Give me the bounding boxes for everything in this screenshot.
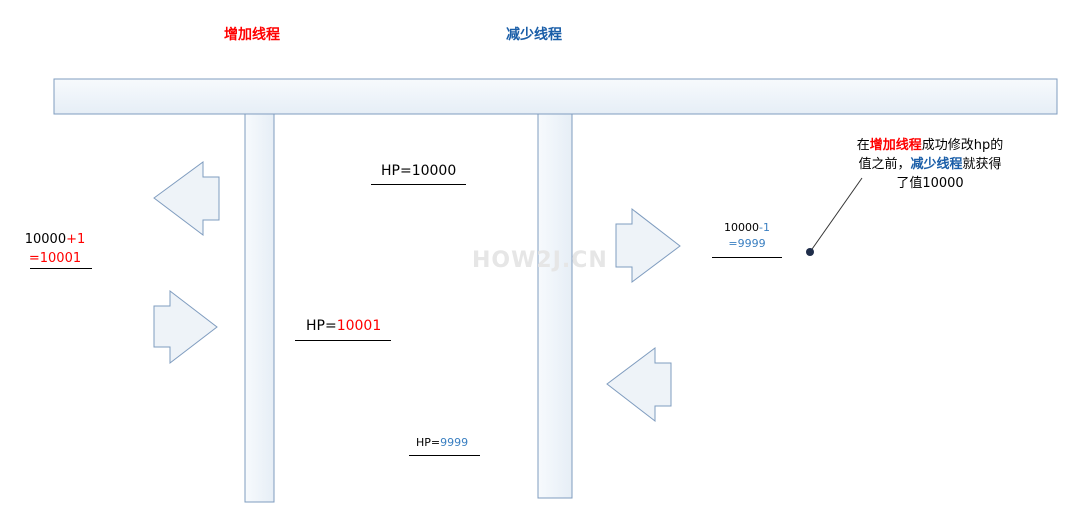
right-arrow-icon xyxy=(153,289,218,365)
increase-thread-title: 增加线程 xyxy=(224,27,280,43)
hp-value: 10001 xyxy=(336,318,382,334)
callout-line xyxy=(809,177,863,253)
decrease-thread-column xyxy=(537,113,573,499)
left-arrow-icon xyxy=(606,347,672,423)
hp-value: 9999 xyxy=(440,436,469,449)
increase-thread-column xyxy=(244,113,275,503)
note-text: 成功修改hp的值之前， xyxy=(858,138,1004,172)
calc-base: 10000 xyxy=(24,232,67,247)
calc-base: 10000 xyxy=(724,221,760,234)
watermark: HOW2J.CN xyxy=(472,248,608,273)
note-decrease-thread: 减少线程 xyxy=(910,157,963,172)
hp-prefix: HP= xyxy=(306,318,337,334)
hp-after-decrease-label: HP=9999 xyxy=(416,436,468,449)
right-arrow-icon xyxy=(615,207,681,283)
note-text: 在 xyxy=(856,138,870,153)
calc-line: 10000-1 xyxy=(712,220,782,236)
decrease-thread-title: 减少线程 xyxy=(506,27,562,43)
underline xyxy=(30,268,92,269)
underline xyxy=(409,455,480,456)
left-arrow-icon xyxy=(153,161,220,237)
note-increase-thread: 增加线程 xyxy=(869,138,922,153)
hp-initial-label: HP=10000 xyxy=(381,163,457,179)
increase-calculation: 10000+1 =10001 xyxy=(18,230,92,268)
calc-op: +1 xyxy=(66,232,86,247)
shared-resource-bar xyxy=(53,78,1058,115)
hp-prefix: HP= xyxy=(416,436,441,449)
callout-dot xyxy=(806,248,814,256)
calc-line: 10000+1 xyxy=(18,230,92,249)
underline xyxy=(712,257,782,258)
hp-after-increase-label: HP=10001 xyxy=(306,318,381,334)
underline xyxy=(371,184,466,185)
calc-result: =9999 xyxy=(728,237,766,250)
decrease-calculation: 10000-1 =9999 xyxy=(712,220,782,252)
underline xyxy=(295,340,391,341)
note-text: 就获得了值10000 xyxy=(896,157,1002,191)
calc-result: =10001 xyxy=(28,251,82,266)
explanation-note: 在增加线程成功修改hp的值之前，减少线程就获得了值10000 xyxy=(856,136,1004,193)
calc-op: -1 xyxy=(759,221,770,234)
